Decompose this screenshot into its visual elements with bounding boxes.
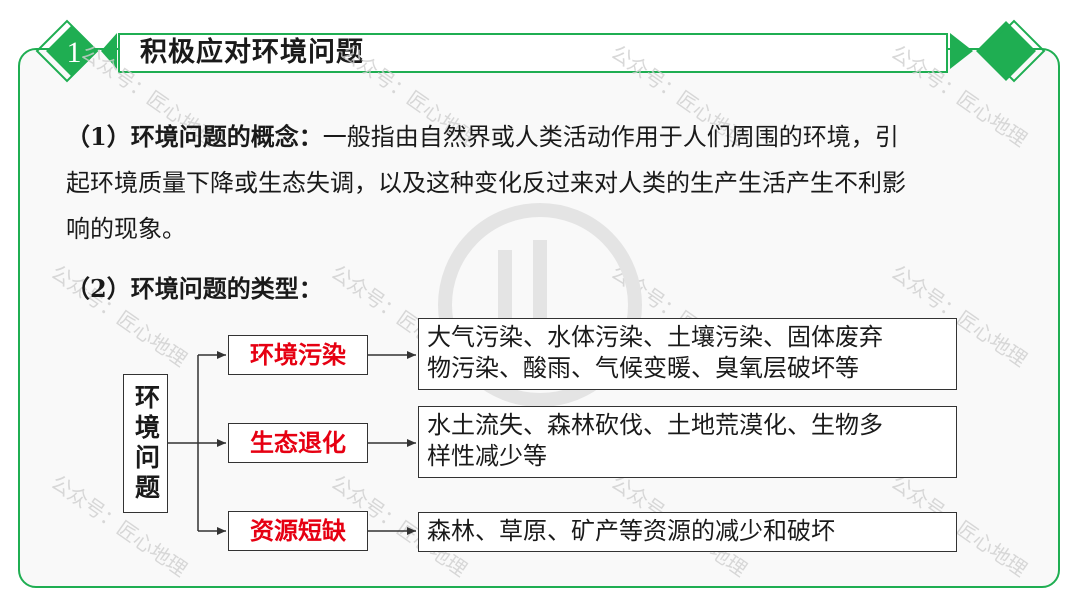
types-label: （2）环境问题的类型： (66, 274, 323, 303)
desc-resource-line-1: 森林、草原、矿产等资源的减少和破坏 (427, 517, 835, 545)
root-node: 环境问题 (123, 374, 168, 513)
concept-label: （1）环境问题的概念： (66, 122, 323, 151)
desc-pollution-line-2: 物污染、酸雨、气候变暖、臭氧层破坏等 (427, 354, 859, 382)
concept-line-3: 响的现象。 (66, 215, 186, 243)
category-resource-shortage: 资源短缺 (228, 511, 368, 551)
desc-pollution-line-1: 大气污染、水体污染、土壤污染、固体废弃 (427, 323, 883, 351)
desc-eco-line-1: 水土流失、森林砍伐、土地荒漠化、生物多 (427, 411, 883, 439)
root-label: 环境问题 (131, 383, 161, 504)
desc-resource-shortage: 森林、草原、矿产等资源的减少和破坏 (418, 512, 957, 552)
category-ecological-degradation: 生态退化 (228, 423, 368, 463)
page-title: 积极应对环境问题 (140, 37, 364, 68)
category-pollution: 环境污染 (228, 335, 368, 375)
concept-line-2: 起环境质量下降或生态失调，以及这种变化反过来对人类的生产生活产生不利影 (66, 169, 906, 197)
concept-line-1: （1）环境问题的概念：一般指由自然界或人类活动作用于人们周围的环境，引 (66, 113, 899, 161)
concept-text-1: 一般指由自然界或人类活动作用于人们周围的环境，引 (322, 123, 899, 151)
desc-pollution: 大气污染、水体污染、土壤污染、固体废弃 物污染、酸雨、气候变暖、臭氧层破坏等 (418, 318, 957, 390)
desc-eco-line-2: 样性减少等 (427, 442, 547, 470)
title-box (118, 33, 948, 73)
desc-ecological-degradation: 水土流失、森林砍伐、土地荒漠化、生物多 样性减少等 (418, 406, 957, 478)
section-number: 1 (66, 36, 82, 69)
